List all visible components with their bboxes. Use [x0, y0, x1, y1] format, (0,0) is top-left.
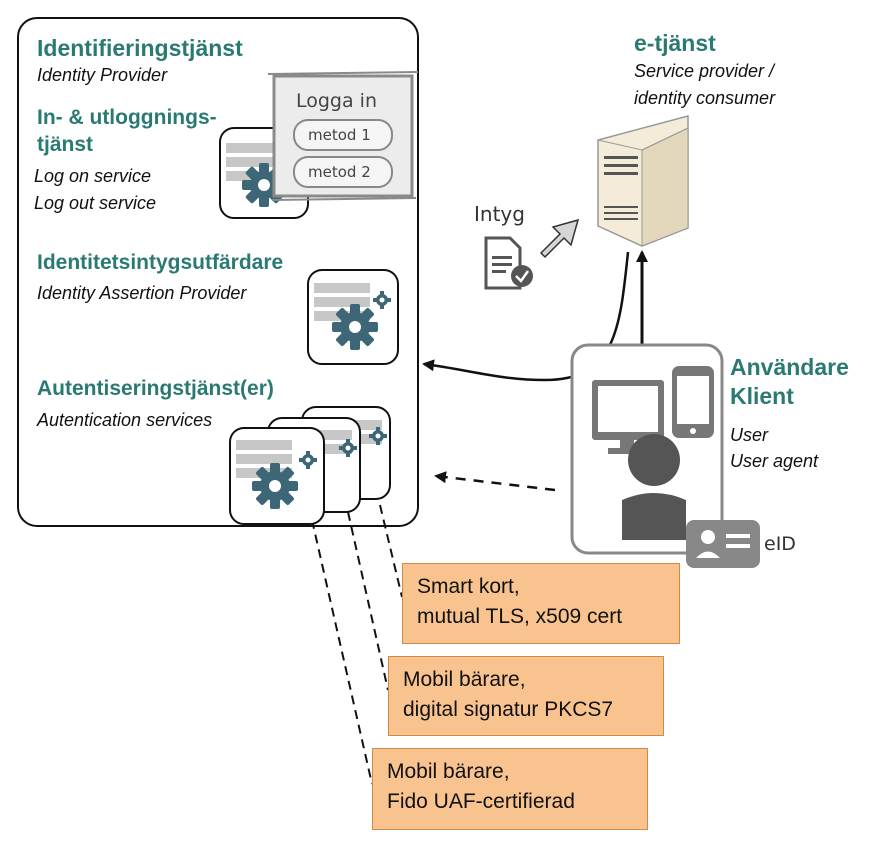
- auth-method-1-line2: mutual TLS, x509 cert: [417, 605, 623, 628]
- login-service-title-line2: tjänst: [37, 133, 94, 156]
- auth-method-3-line1: Mobil bärare,: [387, 760, 510, 783]
- assertion-provider-module-icon: [307, 269, 399, 365]
- auth-module-icon-1: [229, 427, 325, 525]
- sp-title: e-tjänst: [634, 30, 716, 56]
- auth-method-mobile-fido: Mobil bärare, Fido UAF-certifierad: [372, 748, 648, 830]
- user-client-panel: [570, 343, 724, 555]
- login-method-1: metod 1: [308, 126, 371, 144]
- auth-method-2-line1: Mobil bärare,: [403, 668, 526, 691]
- assertion-label: Intyg: [474, 202, 525, 226]
- sp-subtitle-line1: Service provider /: [634, 61, 775, 81]
- auth-services-title: Autentiseringstjänst(er): [37, 377, 274, 400]
- method-connector-2: [347, 511, 389, 691]
- user-title-line1: Användare: [730, 354, 849, 380]
- assertion-forward-arrow: [539, 218, 580, 259]
- idp-title: Identifieringstjänst: [37, 35, 243, 61]
- login-service-desc-line1: Log on service: [34, 166, 152, 186]
- method-connector-3: [311, 519, 373, 785]
- sp-subtitle-line2: identity consumer: [634, 88, 776, 108]
- assertion-provider-title: Identitetsintygsutfärdare: [37, 251, 284, 274]
- auth-method-smartcard: Smart kort, mutual TLS, x509 cert: [402, 563, 680, 644]
- method-connector-1: [379, 504, 403, 598]
- login-service-title-line1: In- & utloggnings-: [37, 106, 217, 129]
- idp-subtitle: Identity Provider: [37, 65, 168, 85]
- user-to-idp-dashed-arrow: [434, 471, 556, 492]
- login-service-desc-line2: Log out service: [34, 193, 157, 213]
- user-sub-line2: User agent: [730, 451, 819, 471]
- auth-method-1-line1: Smart kort,: [417, 575, 520, 598]
- server-icon: [597, 115, 689, 247]
- eid-label: eID: [764, 533, 796, 555]
- user-sub-line1: User: [730, 425, 769, 445]
- login-form-sketch: [267, 71, 419, 201]
- auth-method-3-line2: Fido UAF-certifierad: [387, 790, 575, 813]
- login-method-2: metod 2: [308, 163, 371, 181]
- auth-method-2-line2: digital signatur PKCS7: [403, 698, 614, 721]
- auth-method-mobile-pkcs7: Mobil bärare, digital signatur PKCS7: [388, 656, 664, 736]
- sp-to-idp-arrow: [422, 251, 630, 382]
- eid-card-icon: [686, 520, 760, 568]
- user-title-line2: Klient: [730, 383, 794, 409]
- assertion-document-icon: [484, 236, 533, 290]
- login-form-title: Logga in: [296, 90, 378, 112]
- auth-services-subtitle: Autentication services: [37, 410, 213, 430]
- assertion-provider-subtitle: Identity Assertion Provider: [37, 283, 247, 303]
